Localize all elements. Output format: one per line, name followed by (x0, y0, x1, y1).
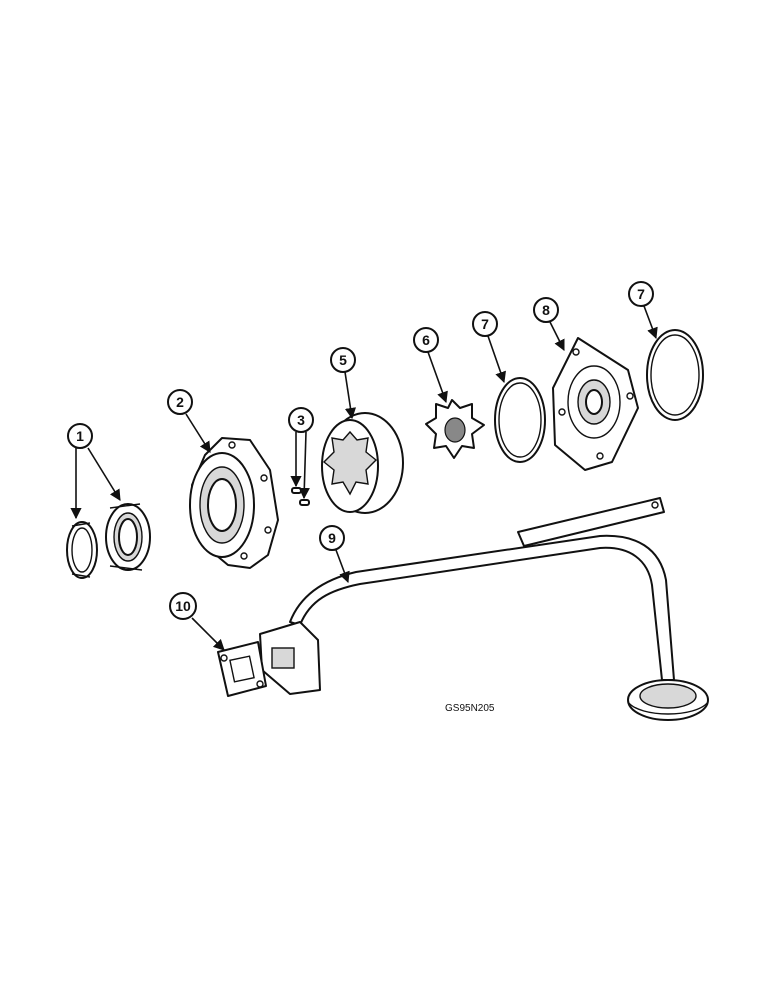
part-7-o-ring-left (494, 377, 546, 463)
part-7-o-ring-right (646, 329, 704, 421)
callout-6: 6 (413, 327, 439, 353)
part-3-pins (291, 487, 310, 506)
callout-5: 5 (330, 347, 356, 373)
callout-2-label: 2 (176, 394, 184, 410)
callout-7-right-label: 7 (637, 286, 645, 302)
callout-3-label: 3 (297, 412, 305, 428)
part-6-inner-rotor (425, 399, 485, 459)
callout-8: 8 (533, 297, 559, 323)
part-9-suction-tube (259, 497, 709, 721)
part-1-seal-ring (66, 521, 98, 579)
figure-code: GS95N205 (445, 703, 495, 714)
callout-3: 3 (288, 407, 314, 433)
callout-7-left: 7 (472, 311, 498, 337)
callout-1-label: 1 (76, 428, 84, 444)
callout-8-label: 8 (542, 302, 550, 318)
callout-9-label: 9 (328, 530, 336, 546)
part-2-pump-housing (189, 437, 279, 569)
callout-10-label: 10 (175, 598, 191, 614)
callout-10: 10 (169, 592, 197, 620)
callout-7-left-label: 7 (481, 316, 489, 332)
callout-9: 9 (319, 525, 345, 551)
callout-7-right: 7 (628, 281, 654, 307)
part-10-gasket (217, 641, 267, 697)
part-1-sleeve (105, 503, 151, 571)
callout-5-label: 5 (339, 352, 347, 368)
part-5-outer-rotor (321, 412, 404, 514)
leader-lines (70, 305, 658, 651)
callout-2: 2 (167, 389, 193, 415)
part-8-cover-plate (552, 337, 639, 471)
callout-6-label: 6 (422, 332, 430, 348)
callout-1: 1 (67, 423, 93, 449)
